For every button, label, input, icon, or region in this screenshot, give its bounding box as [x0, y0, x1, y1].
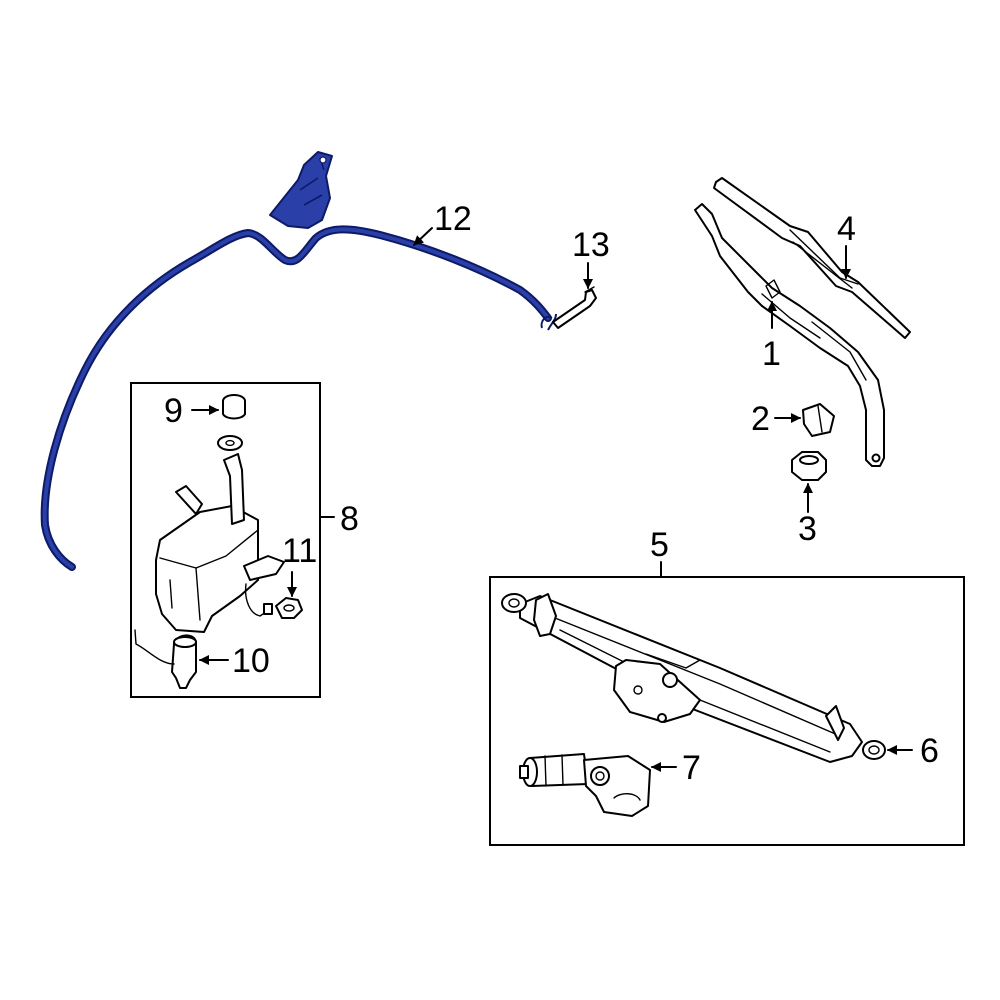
reservoir-cap[interactable] [222, 394, 246, 420]
callout-2: 2 [751, 400, 770, 438]
callout-3: 3 [798, 510, 817, 548]
wiper-blade[interactable] [713, 177, 911, 339]
callout-1: 1 [762, 335, 781, 373]
callout-labels: 12 13 4 1 2 3 9 11 10 8 5 7 6 [164, 200, 939, 787]
arm-cap[interactable] [802, 403, 835, 437]
callout-10: 10 [232, 642, 270, 680]
reservoir-assembly-frame [130, 382, 321, 698]
wiper-motor[interactable] [519, 753, 651, 817]
elbow-fitting[interactable] [552, 286, 597, 329]
callout-13: 13 [572, 226, 610, 264]
wiper-linkage[interactable] [501, 593, 886, 763]
reservoir-nut[interactable] [275, 597, 303, 619]
arm-nut[interactable] [791, 451, 827, 481]
callout-9: 9 [164, 392, 183, 430]
washer-hose-highlighted[interactable] [40, 151, 557, 571]
callout-6: 6 [920, 732, 939, 770]
washer-reservoir[interactable] [155, 435, 285, 633]
callout-5: 5 [650, 526, 669, 564]
callout-8: 8 [340, 500, 359, 538]
leader-lines [191, 227, 913, 772]
callout-7: 7 [682, 749, 701, 787]
washer-pump[interactable] [134, 629, 197, 689]
callout-11: 11 [282, 532, 317, 570]
callout-12: 12 [434, 200, 472, 238]
callout-4: 4 [837, 210, 856, 248]
linkage-frame [489, 576, 965, 846]
